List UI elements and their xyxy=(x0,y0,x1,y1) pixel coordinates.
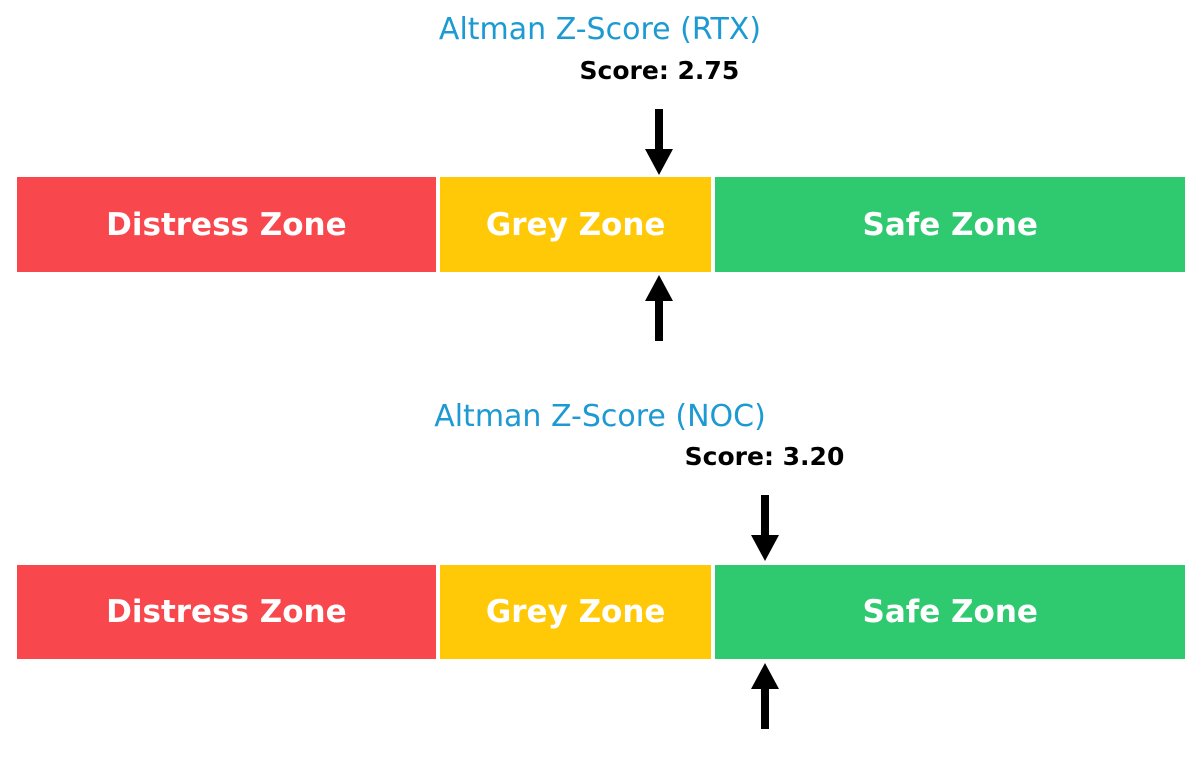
zone-distress: Distress Zone xyxy=(17,565,436,659)
up-arrow-icon xyxy=(750,663,779,729)
zone-safe: Safe Zone xyxy=(715,565,1185,659)
up-arrow-icon xyxy=(645,275,674,341)
zone-label: Grey Zone xyxy=(485,206,666,243)
zone-grey: Grey Zone xyxy=(439,565,712,659)
zone-grey: Grey Zone xyxy=(439,177,712,272)
score-label-rtx: Score: 2.75 xyxy=(579,56,740,85)
down-arrow-icon xyxy=(645,109,674,175)
chart-title-noc: Altman Z-Score (NOC) xyxy=(434,399,766,434)
zone-distress: Distress Zone xyxy=(17,177,436,272)
zone-label: Safe Zone xyxy=(862,594,1038,630)
score-label-noc: Score: 3.20 xyxy=(684,442,845,471)
zone-label: Safe Zone xyxy=(862,206,1038,243)
zone-label: Distress Zone xyxy=(106,206,347,243)
zone-label: Distress Zone xyxy=(106,594,347,630)
zone-safe: Safe Zone xyxy=(715,177,1185,272)
zone-bar: Distress Zone Grey Zone Safe Zone xyxy=(0,177,1200,272)
down-arrow-icon xyxy=(750,495,779,561)
zone-label: Grey Zone xyxy=(485,594,666,630)
zone-bar: Distress Zone Grey Zone Safe Zone xyxy=(0,565,1200,659)
chart-title-rtx: Altman Z-Score (RTX) xyxy=(438,12,762,47)
